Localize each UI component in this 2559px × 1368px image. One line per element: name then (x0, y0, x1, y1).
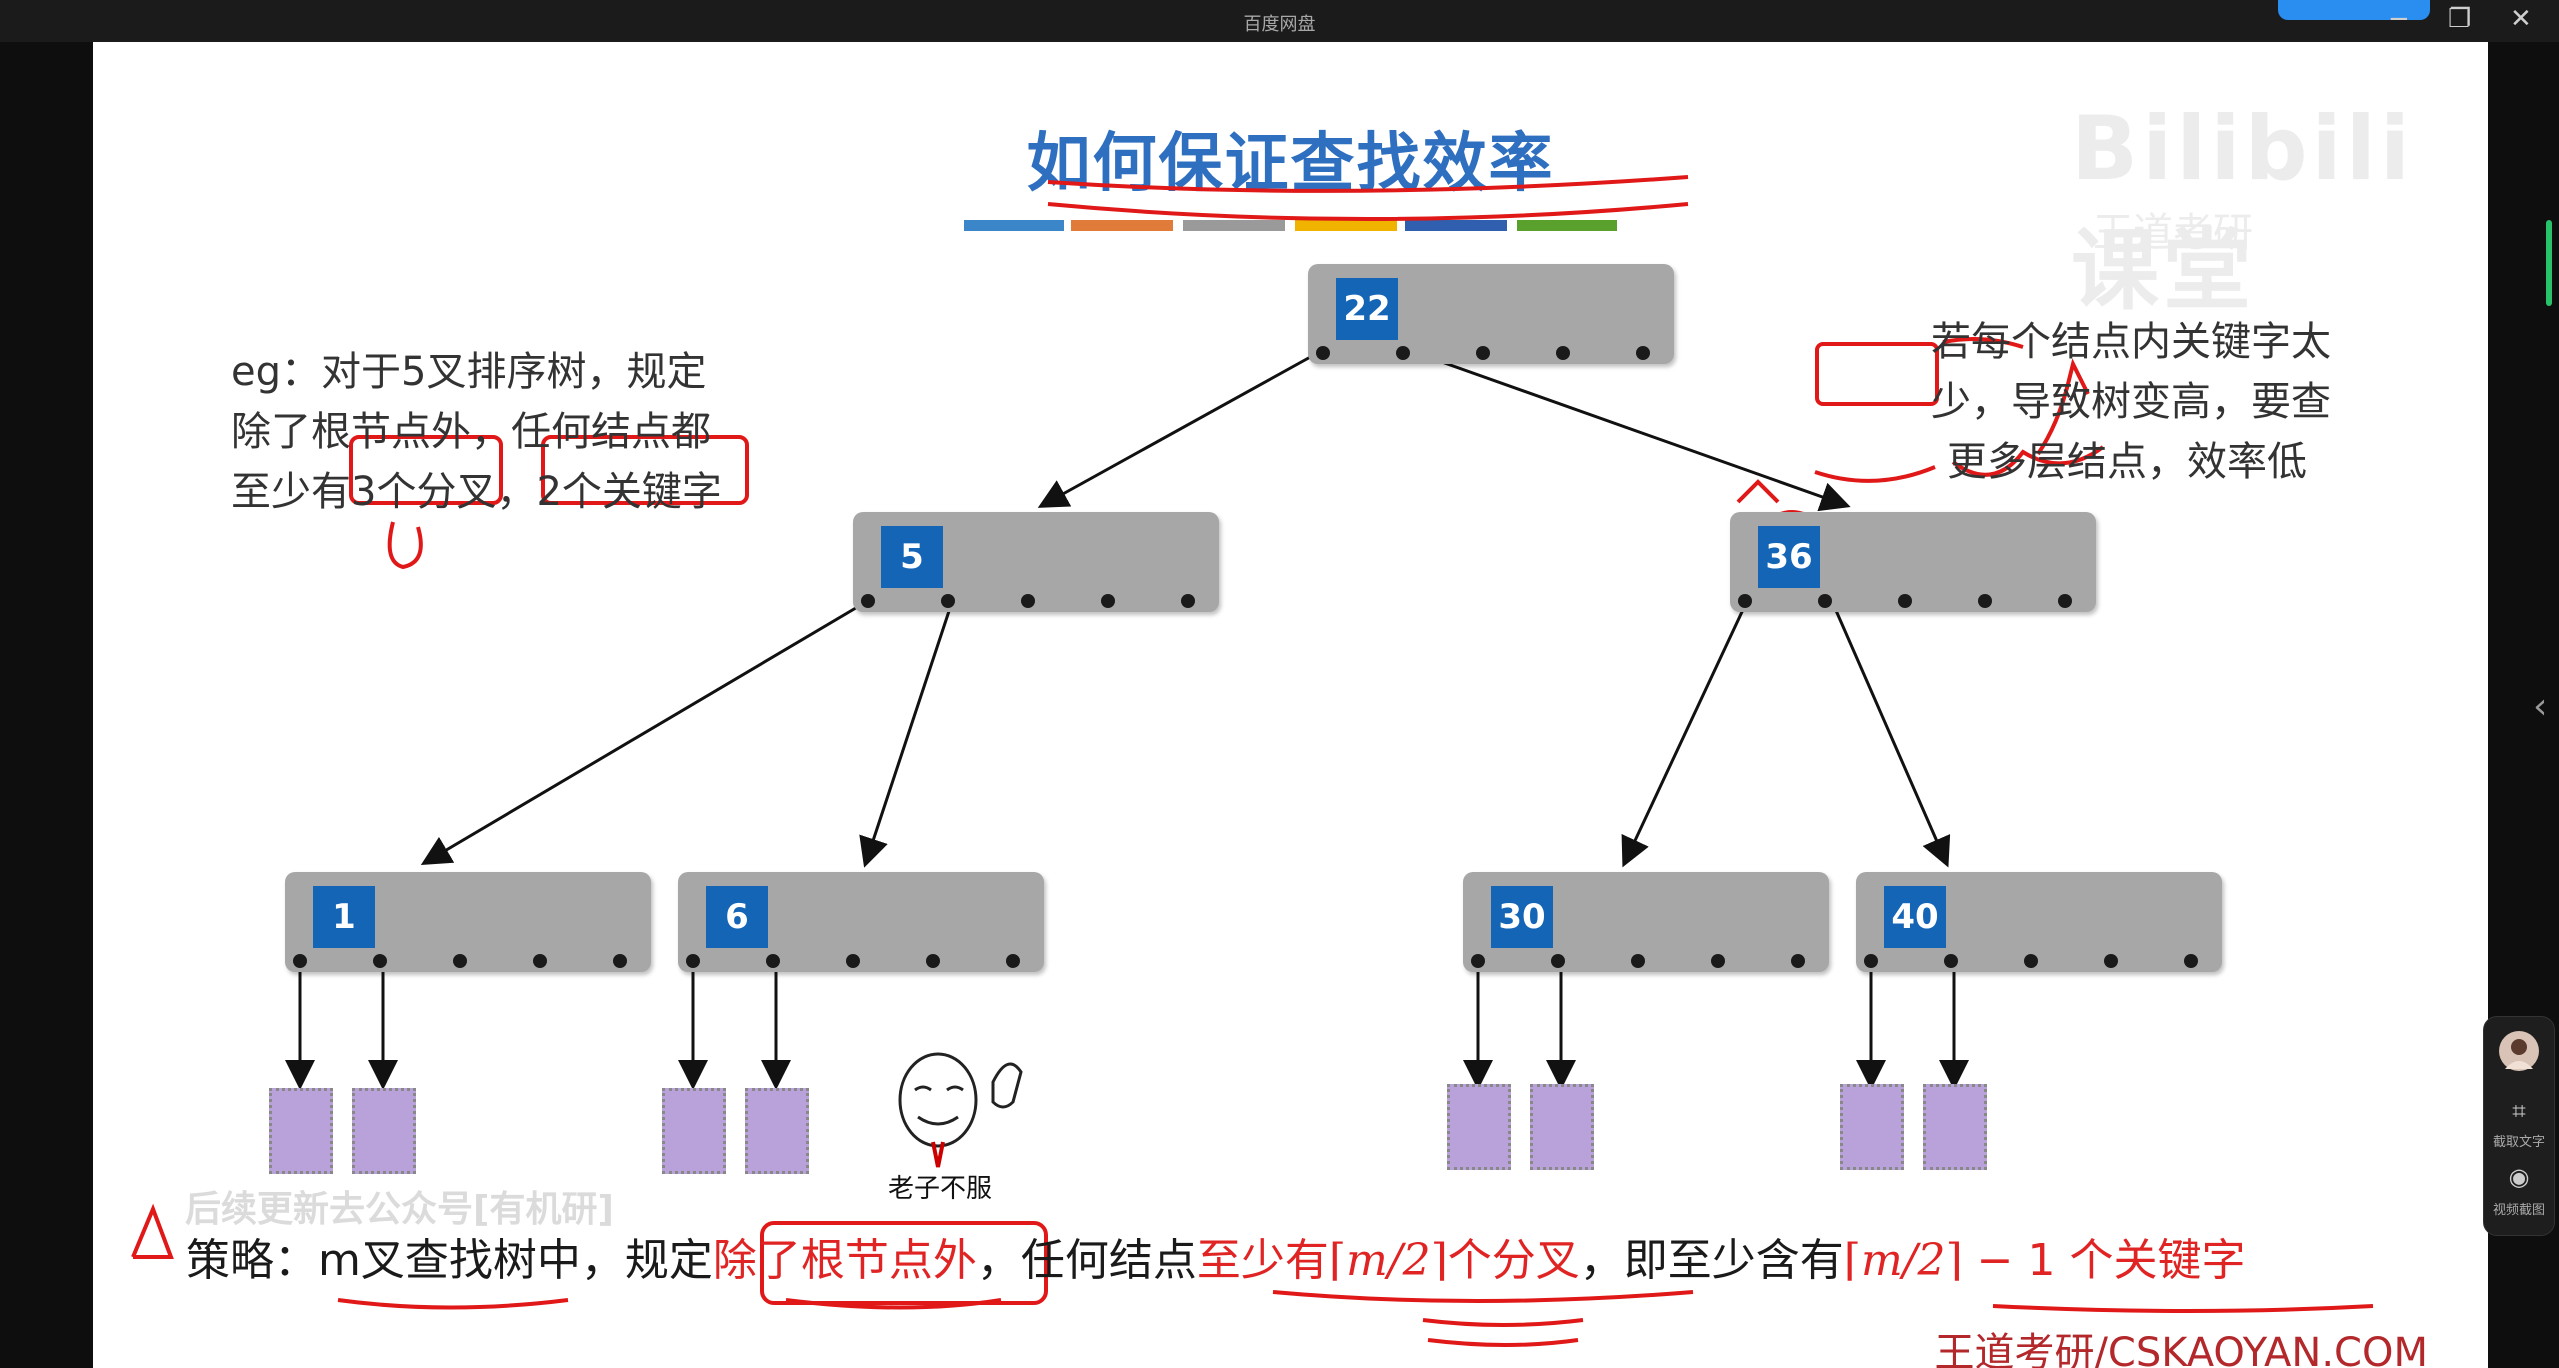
leaf-node (1923, 1084, 1987, 1170)
close-icon[interactable]: ✕ (2510, 4, 2532, 34)
avatar[interactable] (2484, 1029, 2554, 1079)
ceil-expression: ⌈m/2⌉ (1843, 1235, 1963, 1286)
restore-icon[interactable]: ❐ (2448, 4, 2472, 34)
color-bar-segment (964, 220, 1064, 231)
left-note-line: 除了根节点外，任何结点都 (231, 409, 711, 455)
brand-footer: 王道考研/CSKAOYAN.COM (1934, 1330, 2428, 1368)
strategy-text: 策略：m叉查找树中，规定除了根节点外，任何结点至少有⌈m/2⌉个分叉，即至少含有… (186, 1224, 2245, 1288)
edge-root-36 (1407, 348, 1851, 512)
strategy-mid: ，即至少含有 (1579, 1235, 1844, 1286)
tree-node-level2: 40 (1856, 872, 2222, 972)
key-label: 5 (881, 526, 943, 588)
key-label: 30 (1491, 886, 1553, 948)
leaf-node (269, 1088, 333, 1174)
left-note-line: eg：对于5叉排序树，规定 (231, 349, 707, 395)
right-note-line: 更多层结点，效率低 (1947, 439, 2307, 485)
strategy-prefix: 策略：m叉查找树中，规定 (186, 1235, 713, 1286)
right-note-line: 若每个结点内关键字太 (1931, 319, 2331, 365)
tree-node-level1: 36 (1730, 512, 2096, 612)
edge-5-6 (859, 598, 955, 868)
color-bar-segment (1071, 220, 1173, 231)
edge-5-1 (420, 597, 872, 866)
color-bar-segment (1405, 220, 1507, 231)
notification-badge[interactable] (2278, 0, 2430, 20)
tree-node-root: 22 (1308, 264, 1674, 364)
strategy-highlight: 个分叉 (1447, 1235, 1580, 1286)
scroll-indicator[interactable] (2546, 220, 2552, 306)
strategy-mid: ，任何结点 (976, 1235, 1197, 1286)
minimize-icon[interactable]: − (2388, 4, 2410, 34)
edge-36-40 (1829, 598, 1951, 868)
collapse-arrow-icon[interactable]: ‹ (2533, 686, 2548, 727)
leaf-node (1530, 1084, 1594, 1170)
tree-node-level1: 5 (853, 512, 1219, 612)
video-screenshot-label[interactable]: 视频截图 (2492, 1203, 2545, 1218)
key-label: 22 (1336, 278, 1398, 340)
watermark-logo: Bilibili课堂 (2071, 97, 2415, 322)
tree-edges (131, 175, 2374, 1347)
meme-face-icon (898, 1052, 1023, 1168)
edge-root-5 (1037, 348, 1324, 508)
color-bar-segment (1517, 220, 1617, 231)
leaf-node (1447, 1084, 1511, 1170)
key-label: 36 (1758, 526, 1820, 588)
left-note-line: 至少有3个分叉，2个关键字 (231, 469, 722, 515)
color-bar-segment (1183, 220, 1285, 231)
watermark-subtitle: 王道考研 (2093, 210, 2253, 256)
camera-icon[interactable]: ◉ (2508, 1163, 2530, 1191)
right-note: 若每个结点内关键字太 少，导致树变高，要查 更多层结点，效率低 (1931, 312, 2331, 492)
key-label: 1 (313, 886, 375, 948)
key-label: 40 (1884, 886, 1946, 948)
color-bar-segment (1295, 220, 1397, 231)
meme-caption: 老子不服 (888, 1174, 993, 1204)
app-title: 百度网盘 (1243, 14, 1316, 35)
leaf-node (662, 1088, 726, 1174)
text-capture-label[interactable]: 截取文字 (2492, 1135, 2545, 1150)
tree-node-level2: 6 (678, 872, 1044, 972)
strategy-suffix: − 1 个关键字 (1962, 1235, 2246, 1286)
window-titlebar: 百度网盘 − ❐ ✕ (0, 0, 2559, 42)
overlay-watermark: 后续更新去公众号[有机研] (185, 1189, 614, 1230)
tree-node-level2: 30 (1463, 872, 1829, 972)
key-label: 6 (706, 886, 768, 948)
strategy-highlight: 至少有 (1196, 1235, 1329, 1286)
edge-36-30 (1621, 598, 1750, 868)
ceil-expression: ⌈m/2⌉ (1328, 1235, 1448, 1286)
left-note: eg：对于5叉排序树，规定 除了根节点外，任何结点都 至少有3个分叉，2个关键字 (231, 342, 722, 522)
leaf-node (745, 1088, 809, 1174)
side-tool-panel: ⌗ 截取文字 ◉ 视频截图 (2483, 1016, 2555, 1236)
video-frame-slide: Bilibili课堂 王道考研 如何保证查找效率 (93, 42, 2488, 1368)
right-note-line: 少，导致树变高，要查 (1931, 379, 2331, 425)
text-capture-icon[interactable]: ⌗ (2512, 1097, 2526, 1125)
leaf-node (1840, 1084, 1904, 1170)
strategy-highlight: 除了根节点外 (712, 1235, 977, 1286)
tree-node-level2: 1 (285, 872, 651, 972)
leaf-node (352, 1088, 416, 1174)
